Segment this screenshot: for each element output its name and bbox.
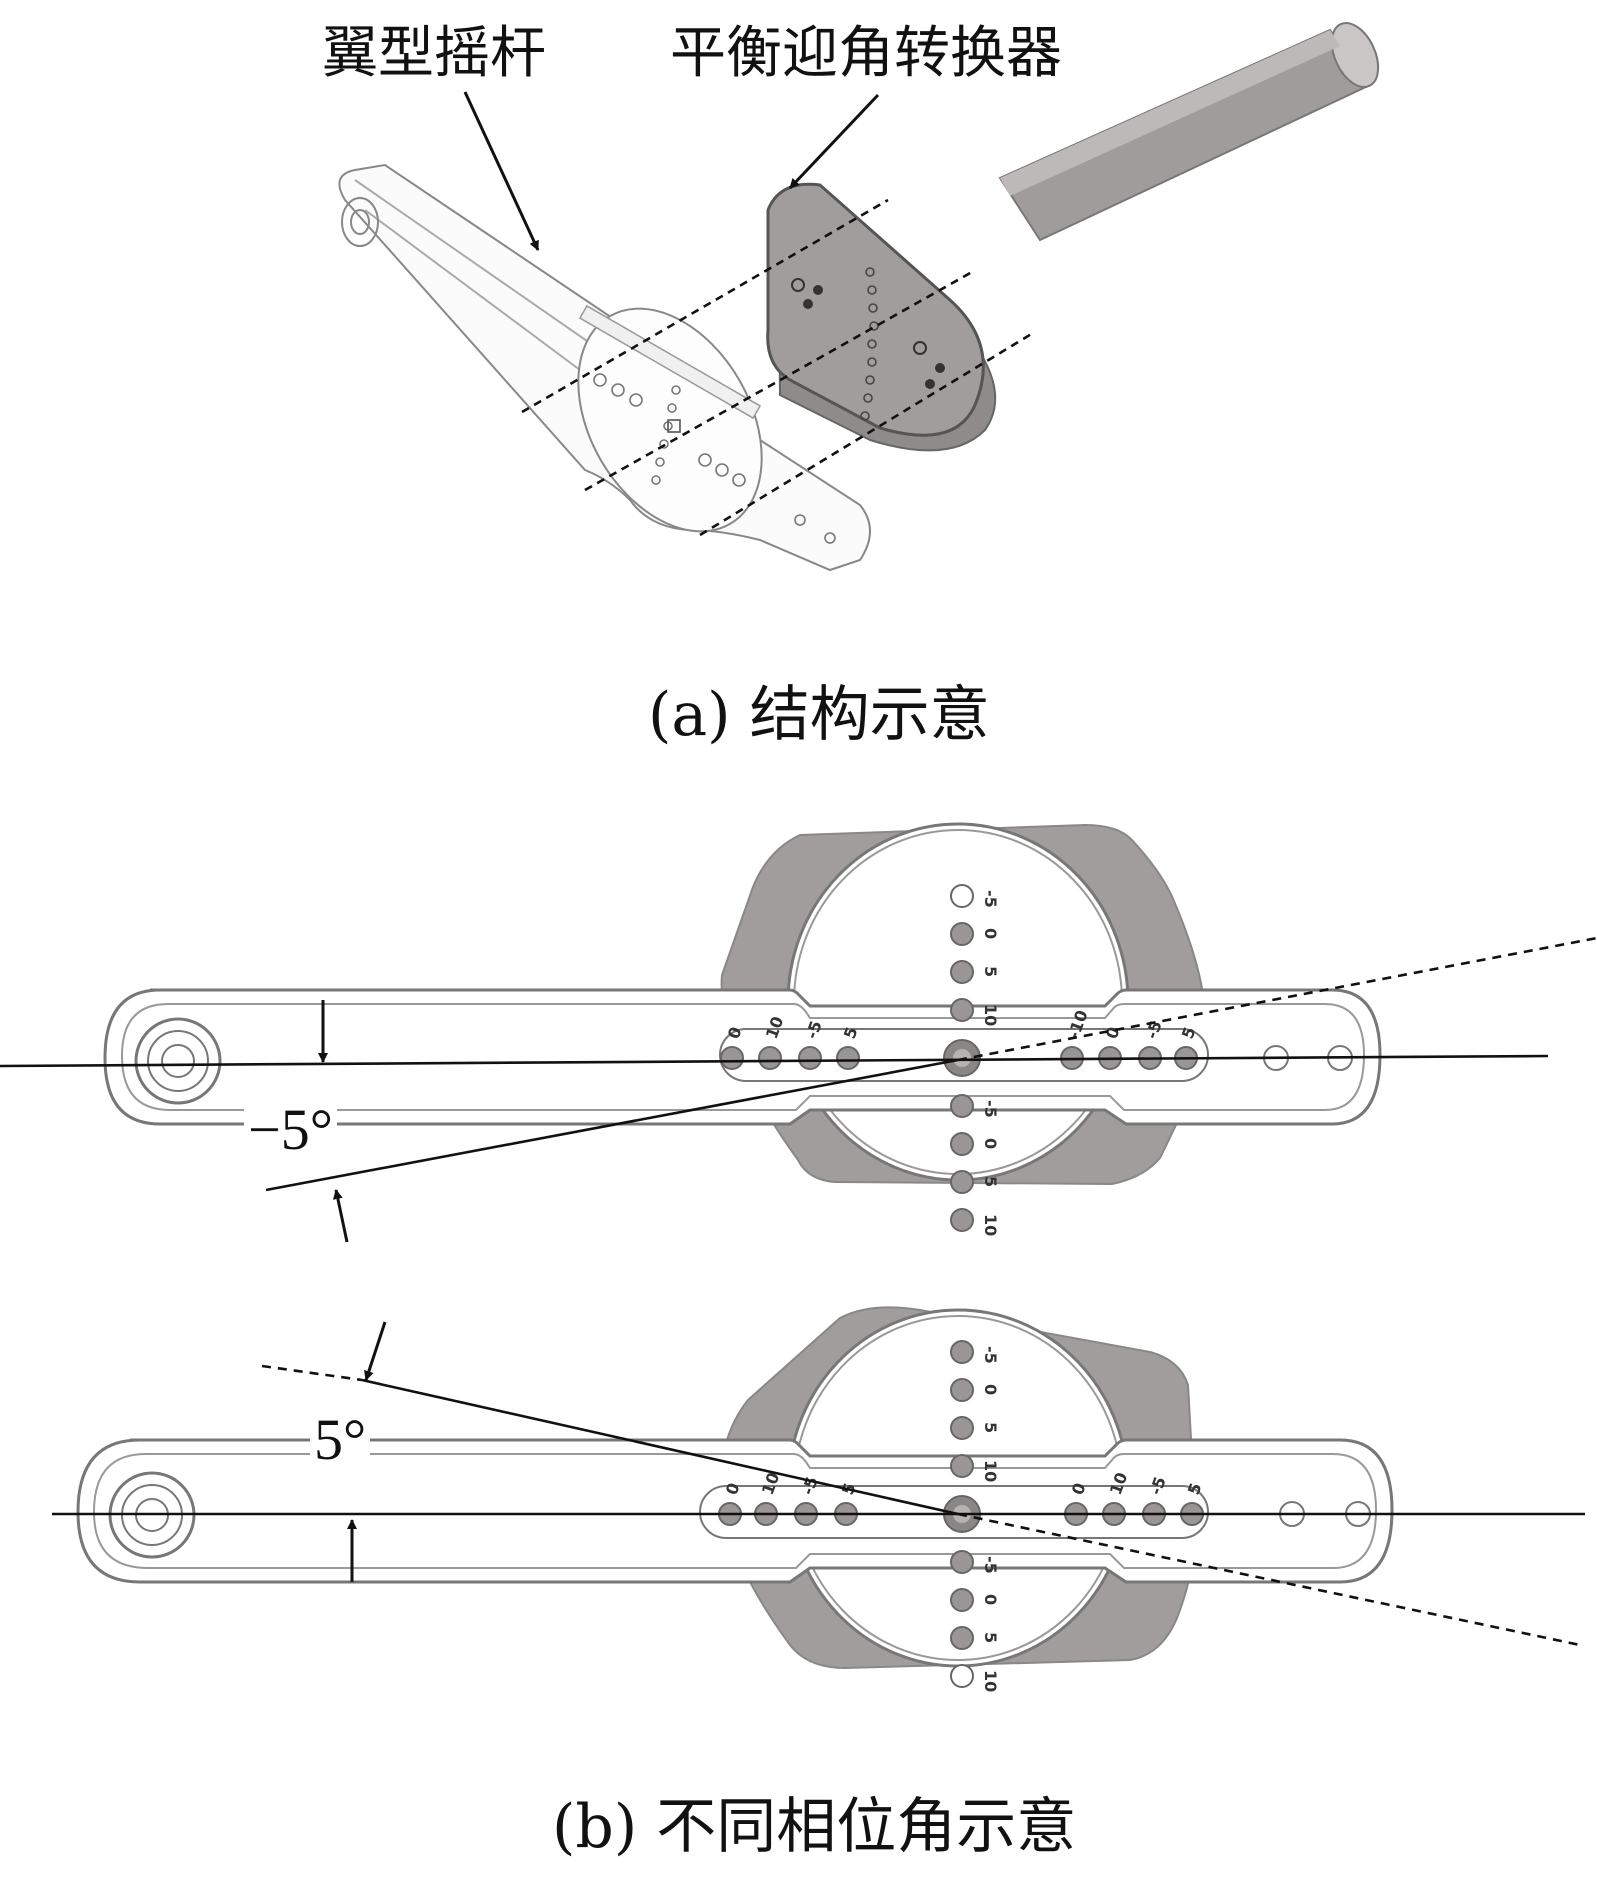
scale-label: 10	[981, 1214, 1000, 1236]
scale-hole	[950, 1626, 974, 1650]
scale-label: -5	[802, 1018, 826, 1041]
rocker-arm	[338, 163, 871, 572]
angle-label-minus5: −5°	[244, 1096, 337, 1163]
scale-label: -5	[981, 1346, 1000, 1364]
scale-hole	[950, 1094, 974, 1118]
lower-incidence-line	[361, 1378, 959, 1516]
lower-incidence-extension	[957, 1512, 1581, 1647]
scale-label: 5	[981, 1422, 1000, 1433]
caption-b: (b) 不同相位角示意	[552, 1792, 1077, 1862]
rocker-leader-arrow	[463, 91, 540, 251]
upper-scale-holes	[720, 884, 1198, 1232]
scale-hole	[758, 1046, 782, 1070]
lower-dim-arrow-top	[364, 1321, 387, 1381]
scale-hole	[798, 1046, 822, 1070]
scale-hole	[950, 1550, 974, 1574]
scale-hole	[950, 960, 974, 984]
scale-hole	[836, 1046, 860, 1070]
scale-hole	[950, 1132, 974, 1156]
upper-incidence-extension	[957, 936, 1597, 1062]
lower-angle-lines	[52, 1321, 1585, 1647]
upper-angle-lines	[0, 936, 1597, 1243]
scale-label: -5	[981, 1556, 1000, 1574]
upper-reference-line	[0, 1054, 1549, 1068]
scale-hole	[950, 1664, 974, 1688]
rocker-label: 翼型摇杆	[322, 21, 546, 86]
scale-label: 0	[981, 1138, 1000, 1149]
caption-a: (a) 结构示意	[648, 680, 990, 750]
upper-dim-arrow-bottom	[332, 1189, 349, 1243]
angle-label-plus5: 5°	[310, 1406, 371, 1473]
converter-shaft	[998, 22, 1380, 242]
scale-label: 10	[981, 1460, 1000, 1482]
converter-label: 平衡迎角转换器	[670, 21, 1062, 86]
converter-leader-arrow	[788, 93, 880, 190]
scale-label: 0	[981, 928, 1000, 939]
upper-incidence-line	[265, 1058, 959, 1192]
scale-hole	[950, 884, 974, 908]
scale-hole	[950, 1208, 974, 1232]
scale-hole	[950, 1170, 974, 1194]
scale-label: 10	[981, 1670, 1000, 1692]
scale-hole	[950, 1340, 974, 1364]
scale-label: 5	[981, 966, 1000, 977]
scale-label: 0	[981, 1384, 1000, 1395]
scale-label: 0	[981, 1594, 1000, 1605]
scale-hole	[950, 1416, 974, 1440]
scale-hole	[950, 1454, 974, 1478]
scale-hole	[950, 998, 974, 1022]
scale-label: -5	[981, 890, 1000, 908]
alignment-dashed-lines	[521, 198, 1034, 537]
lower-incidence-lead	[261, 1364, 363, 1382]
scale-hole	[720, 1046, 744, 1070]
scale-hole	[950, 922, 974, 946]
scale-hole	[950, 1378, 974, 1402]
converter-disc	[766, 182, 997, 452]
lower-scale-holes	[718, 1340, 1204, 1688]
part-a-drawing	[338, 22, 1380, 572]
scale-label: 5	[981, 1632, 1000, 1643]
scale-label: -5	[1146, 1474, 1170, 1497]
scale-hole	[950, 1588, 974, 1612]
scale-label: 10	[981, 1004, 1000, 1026]
scale-label: 5	[981, 1176, 1000, 1187]
scale-label: -5	[981, 1100, 1000, 1118]
upper-pivot-outer	[134, 1017, 222, 1105]
leader-arrows	[463, 91, 880, 251]
